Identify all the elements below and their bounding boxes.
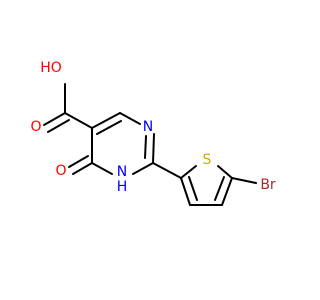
atom-label-oh: HO — [40, 60, 62, 76]
atom-label-ring-n: N — [143, 119, 153, 135]
bond-c2-thiophene — [152, 162, 182, 179]
bond-cooh-c5 — [64, 112, 93, 129]
bond-c4-o-double-b — [68, 155, 89, 168]
bond-th-c5-c4-double-b — [214, 176, 225, 201]
bond-c5-c6-double-b — [96, 120, 122, 135]
atom-label-nh-hydrogen: H — [117, 179, 128, 195]
bond-c-o-double-b — [47, 119, 70, 133]
bond-c5-br — [231, 177, 257, 184]
bond-n1-c2-double-b — [144, 135, 147, 159]
bond-n3-c4 — [91, 162, 113, 175]
bonds — [43, 83, 257, 206]
bond-c-o-double-a — [43, 112, 66, 126]
atom-label-keto-o: O — [55, 163, 66, 179]
bond-th-c3-c2-double-b — [188, 176, 198, 201]
atom-label-carbonyl-o: O — [30, 119, 41, 135]
bond-th-s-c5 — [217, 165, 233, 179]
bond-c4-o-double-a — [72, 162, 93, 175]
atom-label-sulfur: S — [203, 152, 212, 168]
bond-c6-n1 — [119, 112, 141, 125]
atom-labels: HO O N N H O S Br — [30, 60, 275, 195]
bond-th-c3-c2-double-a — [180, 177, 191, 206]
bond-c2-n3 — [132, 162, 154, 175]
bond-th-c2-s — [180, 165, 197, 179]
atom-label-bromine: Br — [260, 177, 276, 193]
bond-n1-c2-double-a — [152, 133, 155, 164]
bond-c5-c6-double-a — [91, 112, 121, 129]
bond-th-c5-c4-double-a — [221, 177, 233, 206]
atom-label-ring-nh: N — [117, 164, 127, 180]
molecule-structure: HO O N N H O S Br — [30, 60, 276, 206]
